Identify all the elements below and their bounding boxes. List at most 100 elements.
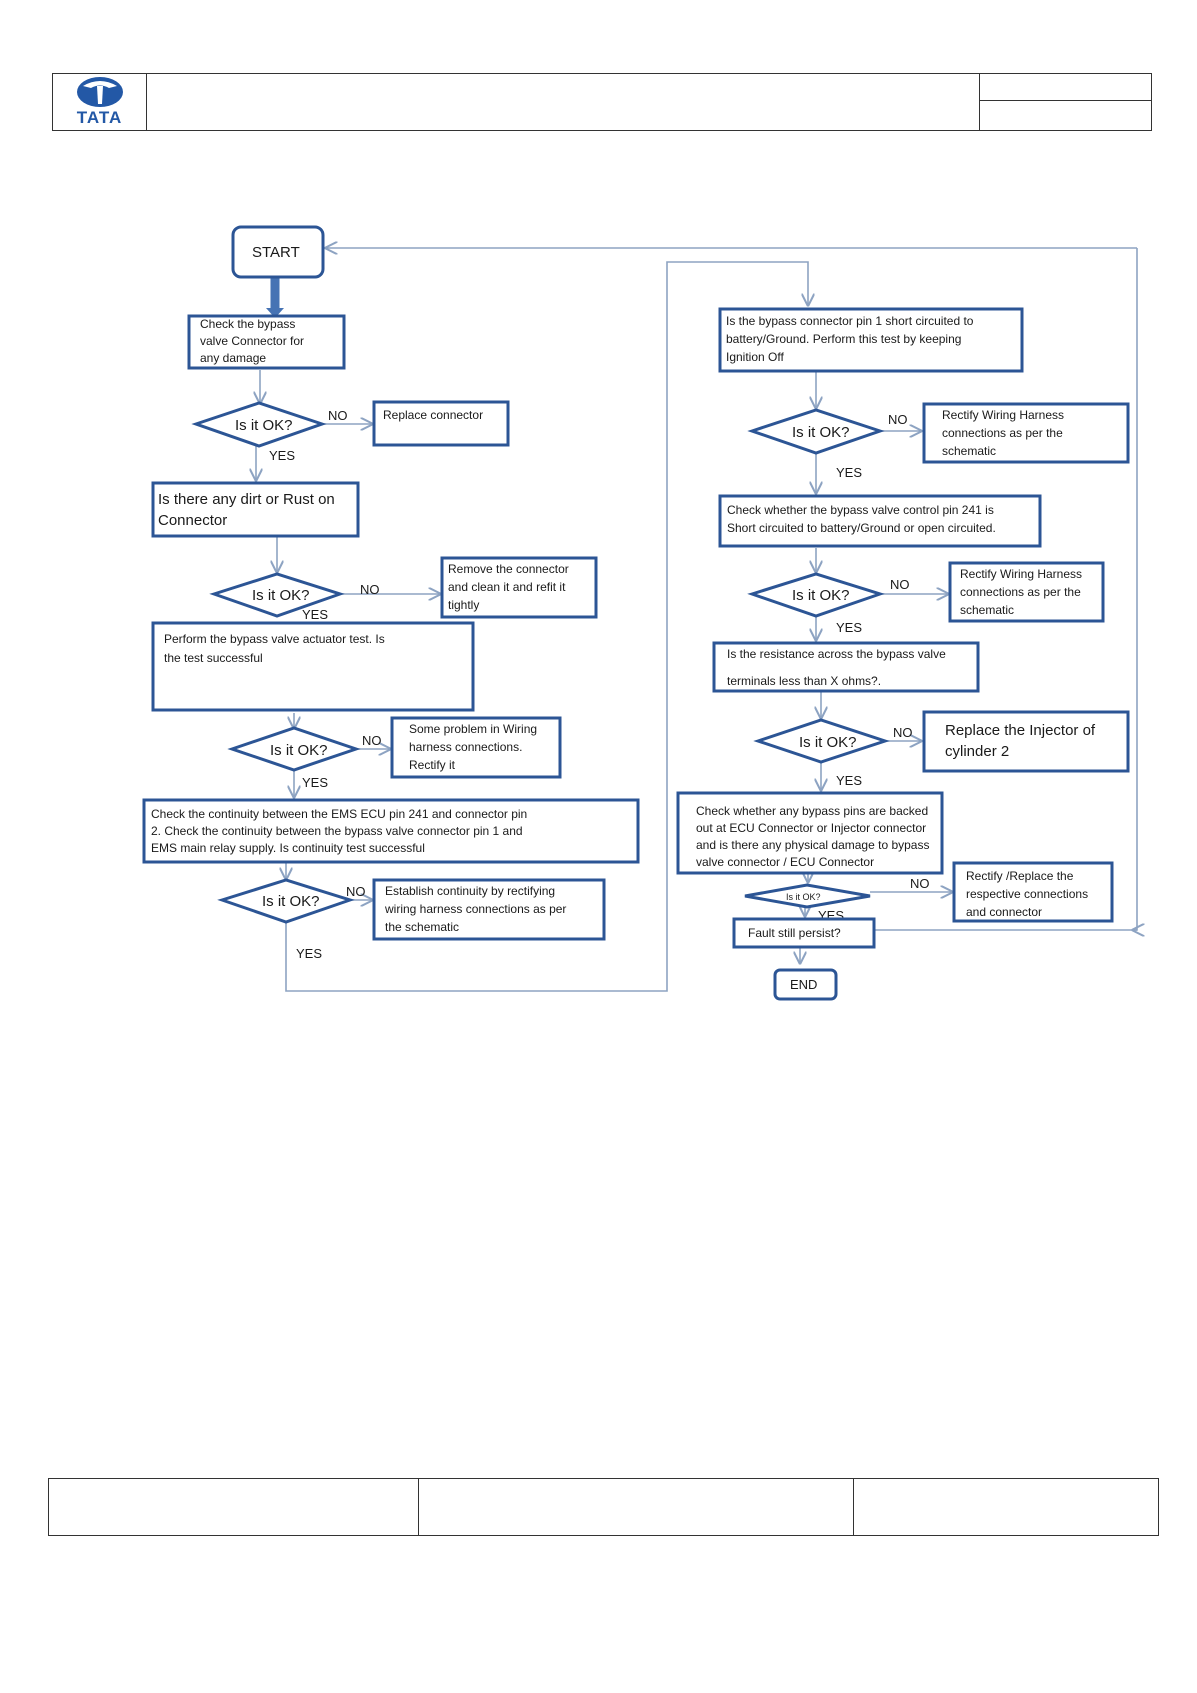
establish-continuity-line3: the schematic <box>385 920 459 934</box>
no-label-6: NO <box>890 577 910 592</box>
continuity-check-line1: Check the continuity between the EMS ECU… <box>151 807 527 821</box>
continuity-check-line3: EMS main relay supply. Is continuity tes… <box>151 841 425 855</box>
fault-persist-box: Fault still persist? <box>732 917 876 949</box>
check-connector-line1: Check the bypass <box>200 317 295 331</box>
decision-left-3-label: Is it OK? <box>270 742 328 759</box>
no-label-2: NO <box>360 582 380 597</box>
decision-right-4-label: Is it OK? <box>786 892 821 902</box>
actuator-test-line2: the test successful <box>164 651 263 665</box>
pin241-check-line1: Check whether the bypass valve control p… <box>727 503 994 517</box>
document-header: TATA <box>52 73 1152 131</box>
check-connector-box: Check the bypass valve Connector for any… <box>187 314 346 370</box>
decision-right-3: Is it OK? <box>753 718 890 764</box>
header-info-cell <box>979 74 1151 130</box>
resistance-check-box: Is the resistance across the bypass valv… <box>712 641 980 693</box>
remove-clean-line3: tightly <box>448 598 479 612</box>
decision-right-1: Is it OK? <box>747 408 885 455</box>
rectify-wiring2-line1: Rectify Wiring Harness <box>960 567 1082 581</box>
continuity-check-box: Check the continuity between the EMS ECU… <box>142 798 640 864</box>
yes-label-3: YES <box>302 775 328 790</box>
wiring-problem-box: Some problem in Wiring harness connectio… <box>390 716 562 779</box>
pin1-short-line2: battery/Ground. Perform this test by kee… <box>726 332 961 346</box>
no-label-3: NO <box>362 733 382 748</box>
backed-out-line1: Check whether any bypass pins are backed <box>696 804 928 818</box>
decision-right-2-label: Is it OK? <box>792 587 850 604</box>
tata-logo-icon <box>77 77 123 107</box>
decision-left-3: Is it OK? <box>227 726 361 772</box>
pin1-short-line3: Ignition Off <box>726 350 784 364</box>
end-node: END <box>773 968 838 1001</box>
rectify-wiring1-line2: connections as per the <box>942 426 1063 440</box>
decision-right-1-label: Is it OK? <box>792 424 850 441</box>
dirt-rust-box: Is there any dirt or Rust on Connector <box>151 481 360 538</box>
decision-left-4: Is it OK? <box>217 878 355 924</box>
establish-continuity-line2: wiring harness connections as per <box>384 902 566 916</box>
replace-injector-line1: Replace the Injector of <box>945 722 1096 739</box>
start-label: START <box>252 244 300 261</box>
yes-label-1: YES <box>269 448 295 463</box>
pin1-short-box: Is the bypass connector pin 1 short circ… <box>718 307 1024 373</box>
replace-connector-text: Replace connector <box>383 408 483 422</box>
brand-name: TATA <box>76 108 123 127</box>
check-connector-line2: valve Connector for <box>200 334 304 348</box>
rectify-replace-line1: Rectify /Replace the <box>966 869 1074 883</box>
establish-continuity-line1: Establish continuity by rectifying <box>385 884 555 898</box>
actuator-test-line1: Perform the bypass valve actuator test. … <box>164 632 385 646</box>
rectify-replace-line2: respective connections <box>966 887 1088 901</box>
footer-middle-cell <box>419 1478 853 1536</box>
decision-left-1: Is it OK? <box>191 401 327 448</box>
remove-clean-box: Remove the connector and clean it and re… <box>440 556 598 619</box>
backed-out-box: Check whether any bypass pins are backed… <box>676 791 944 875</box>
rectify-wiring2-line1b: connections as per the <box>960 585 1081 599</box>
pin1-short-line1: Is the bypass connector pin 1 short circ… <box>726 314 974 328</box>
decision-right-3-label: Is it OK? <box>799 734 857 751</box>
replace-injector-box: Replace the Injector of cylinder 2 <box>922 710 1130 773</box>
decision-right-4: Is it OK? <box>744 883 871 909</box>
rectify-wiring2-line3: schematic <box>960 603 1014 617</box>
footer-left-cell <box>48 1478 419 1536</box>
resistance-check-line2: terminals less than X ohms?. <box>727 674 881 688</box>
decision-left-4-label: Is it OK? <box>262 893 320 910</box>
yes-label-2: YES <box>302 607 328 622</box>
actuator-test-box: Perform the bypass valve actuator test. … <box>151 621 475 712</box>
pin241-check-box: Check whether the bypass valve control p… <box>718 494 1042 548</box>
rectify-wiring1-box: Rectify Wiring Harness connections as pe… <box>922 402 1130 464</box>
continuity-check-line2: 2. Check the continuity between the bypa… <box>151 824 523 838</box>
pin241-check-line2: Short circuited to battery/Ground or ope… <box>727 521 996 535</box>
dirt-rust-line1: Is there any dirt or Rust on <box>158 491 335 508</box>
fault-persist-text: Fault still persist? <box>748 926 841 940</box>
remove-clean-line2: and clean it and refit it <box>448 580 566 594</box>
rectify-wiring1-line3: schematic <box>942 444 996 458</box>
logo-cell: TATA <box>53 74 147 130</box>
decision-left-2-label: Is it OK? <box>252 587 310 604</box>
wiring-problem-line3: Rectify it <box>409 758 456 772</box>
decision-left-1-label: Is it OK? <box>235 417 293 434</box>
dirt-rust-line2: Connector <box>158 512 227 529</box>
rectify-wiring2-box: Rectify Wiring Harness connections as pe… <box>948 561 1105 623</box>
start-node: START <box>231 225 325 279</box>
no-label-8: NO <box>910 876 930 891</box>
no-label-5: NO <box>888 412 908 427</box>
backed-out-line4: valve connector / ECU Connector <box>696 855 874 869</box>
establish-continuity-box: Establish continuity by rectifying wirin… <box>372 878 606 941</box>
yes-label-7: YES <box>836 773 862 788</box>
backed-out-line2: out at ECU Connector or Injector connect… <box>696 821 926 835</box>
replace-injector-line2: cylinder 2 <box>945 743 1009 760</box>
no-label-1: NO <box>328 408 348 423</box>
yes-label-4: YES <box>296 946 322 961</box>
backed-out-line3: and is there any physical damage to bypa… <box>696 838 929 852</box>
wiring-problem-line2: harness connections. <box>409 740 522 754</box>
decision-right-2: Is it OK? <box>747 572 885 618</box>
yes-label-6: YES <box>836 620 862 635</box>
yes-label-5: YES <box>836 465 862 480</box>
rectify-replace-box: Rectify /Replace the respective connecti… <box>952 861 1114 923</box>
replace-connector-box: Replace connector <box>372 400 510 447</box>
decision-left-2: Is it OK? <box>209 572 345 618</box>
wiring-problem-line1: Some problem in Wiring <box>409 722 537 736</box>
footer-right-cell <box>853 1478 1159 1536</box>
rectify-wiring1-line1: Rectify Wiring Harness <box>942 408 1064 422</box>
resistance-check-line1: Is the resistance across the bypass valv… <box>727 647 946 661</box>
rectify-replace-line3: and connector <box>966 905 1042 919</box>
no-label-4: NO <box>346 884 366 899</box>
